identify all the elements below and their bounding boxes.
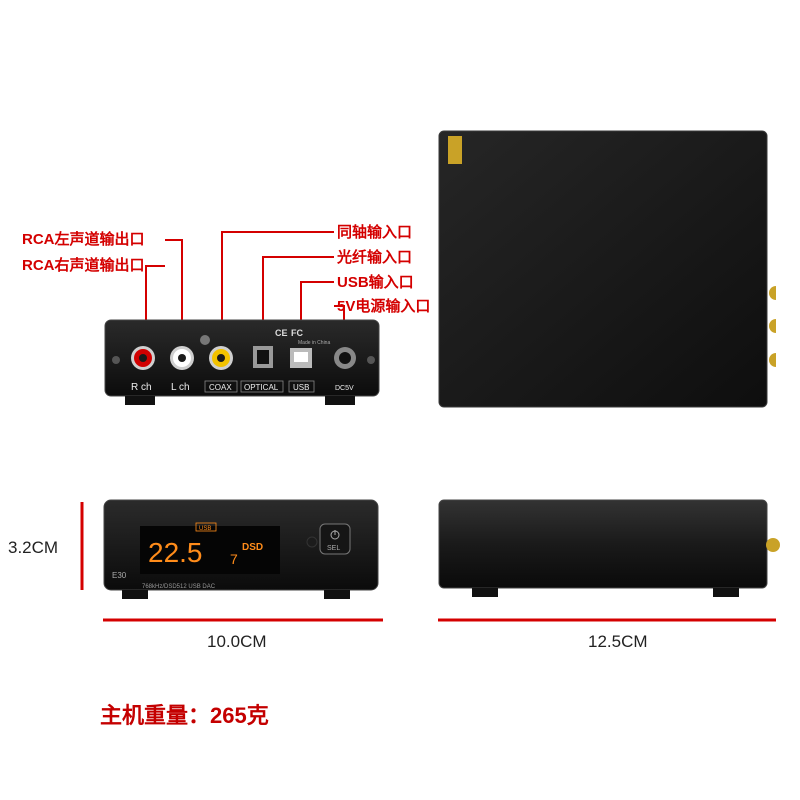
coax-label: COAX xyxy=(209,383,232,392)
display-mode: DSD xyxy=(242,542,263,553)
cert-fc: FC xyxy=(291,328,303,338)
leader-rca-left xyxy=(165,239,183,352)
hires-badge-icon xyxy=(448,136,462,164)
r-ch-label: R ch xyxy=(131,382,152,393)
display-window xyxy=(140,526,280,574)
dimension-width: 10.0CM xyxy=(207,632,267,651)
callout-rca-right: RCA右声道输出口 xyxy=(22,257,145,274)
screw-icon xyxy=(200,335,210,345)
callout-usb: USB输入口 xyxy=(337,274,414,291)
screw-icon xyxy=(112,356,120,364)
spec-line: 768kHz/DSD512 USB DAC xyxy=(142,584,216,590)
coax-jack-icon xyxy=(209,346,233,370)
callout-rca-left: RCA左声道输出口 xyxy=(22,231,145,248)
top-view xyxy=(438,130,776,408)
callout-optical: 光纤输入口 xyxy=(337,249,413,266)
optical-label: OPTICAL xyxy=(244,383,279,392)
optical-port-icon xyxy=(253,346,273,368)
sel-label: SEL xyxy=(327,545,340,552)
usb-b-port-icon xyxy=(290,348,312,368)
callout-power: 5V电源输入口 xyxy=(337,298,431,315)
made-in: Made in China xyxy=(298,340,330,346)
weight-label: 主机重量：265克 xyxy=(100,703,269,728)
display-sub: 7 xyxy=(230,551,238,567)
display-value: 22.5 xyxy=(148,537,203,568)
side-rca-jacks xyxy=(769,286,776,367)
display-input: USB xyxy=(199,526,211,532)
dimension-depth: 12.5CM xyxy=(588,632,648,651)
back-panel: CE FC Made in China R ch L ch COAX OPTIC… xyxy=(104,319,380,405)
leader-coax xyxy=(221,231,334,352)
callout-coax: 同轴输入口 xyxy=(337,224,413,241)
dc-jack-icon xyxy=(334,347,356,369)
side-view xyxy=(438,499,780,597)
rca-left-jack-icon xyxy=(170,346,194,370)
side-rca-jack xyxy=(766,538,780,552)
dc-label: DC5V xyxy=(335,385,354,392)
dimension-height: 3.2CM xyxy=(8,538,59,557)
front-panel: USB 22.5 7 DSD 768kHz/DSD512 USB DAC E30… xyxy=(103,499,379,599)
ir-sensor-icon xyxy=(306,536,318,548)
cert-ce: CE xyxy=(275,328,288,338)
l-ch-label: L ch xyxy=(171,382,190,393)
usb-label: USB xyxy=(293,383,309,392)
rca-right-jack-icon xyxy=(131,346,155,370)
screw-icon xyxy=(367,356,375,364)
model-label: E30 xyxy=(112,571,127,580)
